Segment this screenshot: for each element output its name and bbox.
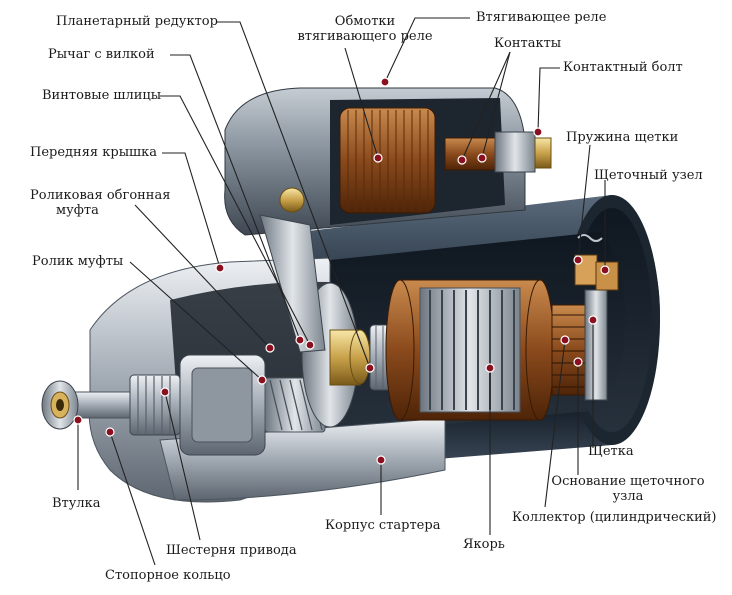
label-armature: Якорь bbox=[463, 537, 505, 552]
leader-roller-clutch bbox=[134, 204, 271, 349]
label-brush-base-line2: узла bbox=[612, 489, 644, 504]
label-clutch-roller: Ролик муфты bbox=[32, 254, 124, 269]
leader-contact-bolt bbox=[537, 67, 560, 133]
label-roller-clutch-line2: муфта bbox=[56, 203, 99, 218]
label-helical-splines: Винтовые шлицы bbox=[42, 88, 162, 103]
label-roller-clutch-line1: Роликовая обгонная bbox=[30, 188, 171, 203]
label-contacts: Контакты bbox=[494, 36, 562, 51]
leader-front-cover bbox=[162, 152, 221, 269]
leader-clutch-roller bbox=[129, 261, 263, 381]
label-lever-fork: Рычаг с вилкой bbox=[48, 47, 155, 62]
leader-lever-fork bbox=[170, 54, 301, 341]
label-contact-bolt: Контактный болт bbox=[563, 60, 683, 75]
label-planetary-gear: Планетарный редуктор bbox=[56, 14, 218, 29]
leader-helical-splines bbox=[160, 95, 311, 346]
leader-contacts-b bbox=[481, 51, 511, 159]
leader-lines bbox=[77, 17, 606, 566]
label-solenoid-relay: Втягивающее реле bbox=[476, 10, 607, 25]
leader-solenoid-windings bbox=[344, 47, 379, 159]
leader-brush-spring bbox=[577, 144, 591, 261]
label-solenoid-windings-line2: втягивающего реле bbox=[297, 29, 433, 44]
armature-shape bbox=[385, 279, 555, 421]
drive-shaft-shape bbox=[41, 354, 341, 456]
label-commutator: Коллектор (цилиндрический) bbox=[512, 510, 717, 525]
callout-markers bbox=[73, 77, 610, 465]
leader-commutator bbox=[544, 339, 566, 508]
label-starter-housing: Корпус стартера bbox=[325, 518, 441, 533]
label-bushing: Втулка bbox=[52, 496, 101, 511]
label-solenoid-windings-line1: Обмотки bbox=[334, 14, 396, 29]
label-brush-base-line1: Основание щеточного bbox=[551, 474, 705, 489]
label-retaining-ring: Стопорное кольцо bbox=[105, 568, 231, 583]
leader-solenoid-relay bbox=[384, 17, 470, 83]
label-drive-gear: Шестерня привода bbox=[166, 543, 297, 558]
solenoid-shape bbox=[224, 87, 552, 353]
leader-drive-gear bbox=[164, 391, 201, 541]
leader-retaining-ring bbox=[109, 431, 156, 566]
label-front-cover: Передняя крышка bbox=[30, 145, 158, 160]
label-brush-spring: Пружина щетки bbox=[566, 130, 679, 145]
label-brush: Щетка bbox=[588, 444, 634, 459]
leader-planetary-gear bbox=[216, 21, 371, 369]
label-brush-assembly: Щеточный узел bbox=[594, 168, 703, 183]
leader-contacts-a bbox=[461, 51, 511, 161]
